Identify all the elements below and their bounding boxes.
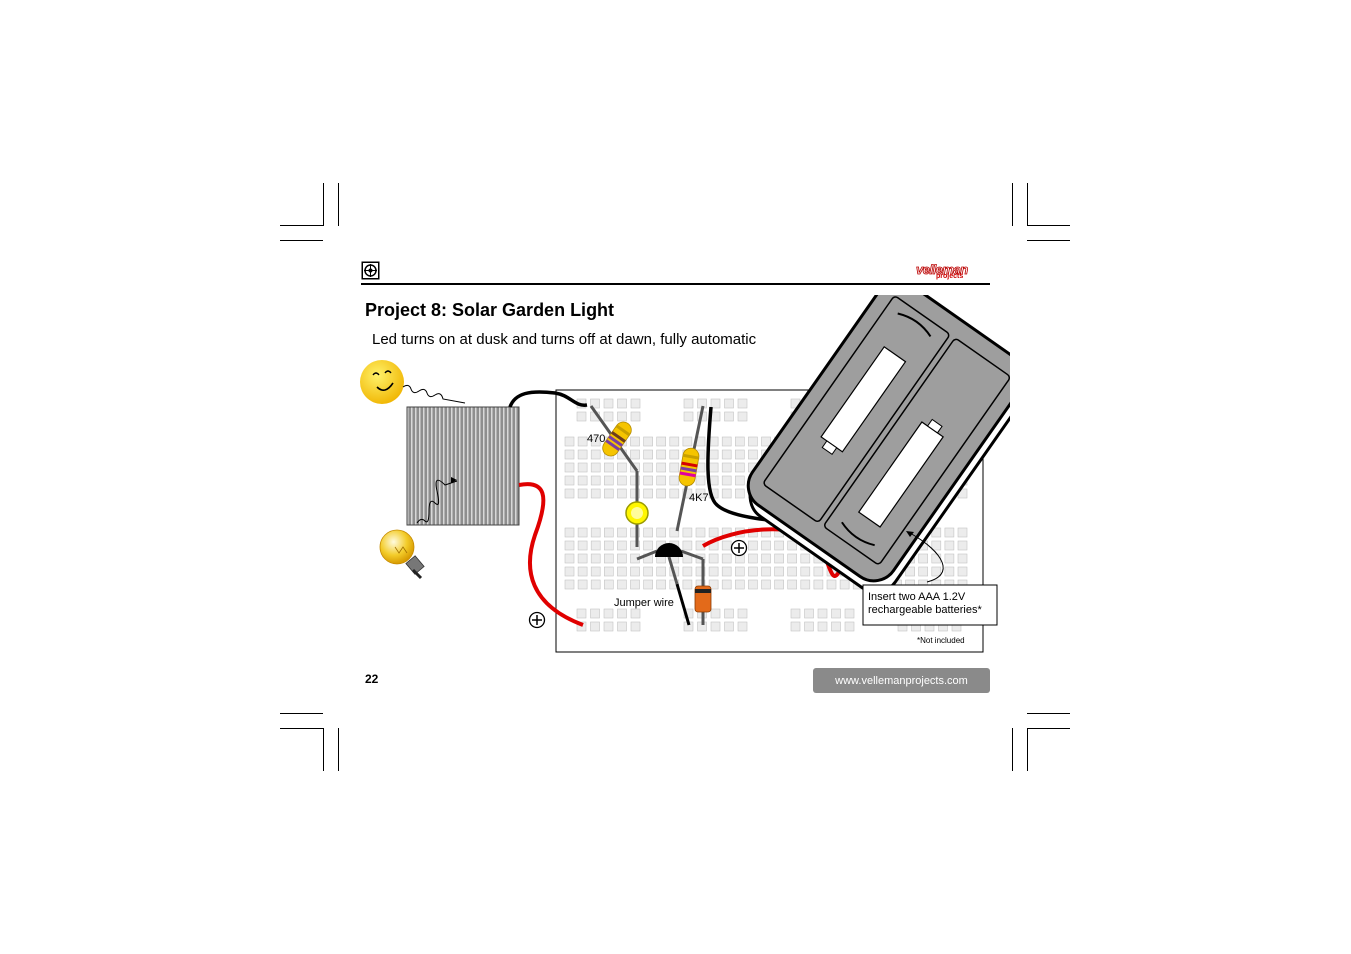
project-book-icon	[361, 261, 380, 280]
crop-mark	[323, 728, 324, 771]
website-url: www.vellemanprojects.com	[835, 674, 968, 687]
battery-holder	[746, 295, 1010, 594]
circuit-diagram: 470 4K7 Jumper wire Insert two AAA 1.2V …	[360, 295, 1010, 653]
resistor-4k7-label: 4K7	[689, 492, 709, 504]
crop-mark	[280, 728, 323, 729]
crop-mark	[1027, 728, 1028, 771]
resistor-470	[602, 421, 632, 457]
crop-mark	[338, 728, 339, 771]
crop-mark	[1027, 240, 1070, 241]
sun-icon	[360, 360, 404, 404]
crop-mark	[1027, 225, 1070, 226]
header-rule	[361, 283, 990, 285]
red-wire-panel	[518, 482, 584, 627]
battery-note-box	[862, 584, 998, 626]
black-wire-panel	[508, 390, 588, 408]
crop-mark	[323, 183, 324, 226]
light-bulb-icon	[379, 529, 425, 580]
resistor-470-label: 470	[587, 433, 605, 445]
battery-note-line2: rechargeable batteries*	[868, 604, 982, 616]
jumper-wire-label: Jumper wire	[614, 597, 674, 609]
crop-mark	[280, 713, 323, 714]
page-title: Project 8: Solar Garden Light	[365, 300, 615, 320]
solar-panel	[406, 406, 520, 526]
crop-mark	[338, 183, 339, 226]
diode	[694, 585, 712, 613]
panel-squiggle	[416, 479, 458, 524]
transistor	[655, 543, 683, 557]
plus-icon	[528, 611, 546, 629]
velleman-logo: velleman projects	[916, 262, 992, 282]
crop-mark	[1012, 183, 1013, 226]
website-link[interactable]: www.vellemanprojects.com	[813, 668, 990, 693]
page-subtitle: Led turns on at dusk and turns off at da…	[372, 331, 757, 348]
logo-name: velleman	[916, 262, 969, 278]
battery-note-line1: Insert two AAA 1.2V	[868, 591, 966, 603]
page-number: 22	[365, 672, 379, 686]
crop-mark	[280, 225, 323, 226]
crop-mark	[1027, 713, 1070, 714]
sunlight-squiggle	[402, 384, 466, 404]
jumper-wire	[675, 583, 691, 626]
battery-arrow	[909, 532, 944, 583]
plus-icon	[730, 539, 748, 557]
resistor-4k7	[678, 447, 700, 487]
crop-mark	[280, 240, 323, 241]
crop-mark	[1012, 728, 1013, 771]
crop-mark	[1027, 728, 1070, 729]
crop-mark	[1027, 183, 1028, 226]
logo-sub: projects	[936, 273, 964, 280]
footnote: *Not included	[917, 636, 965, 645]
